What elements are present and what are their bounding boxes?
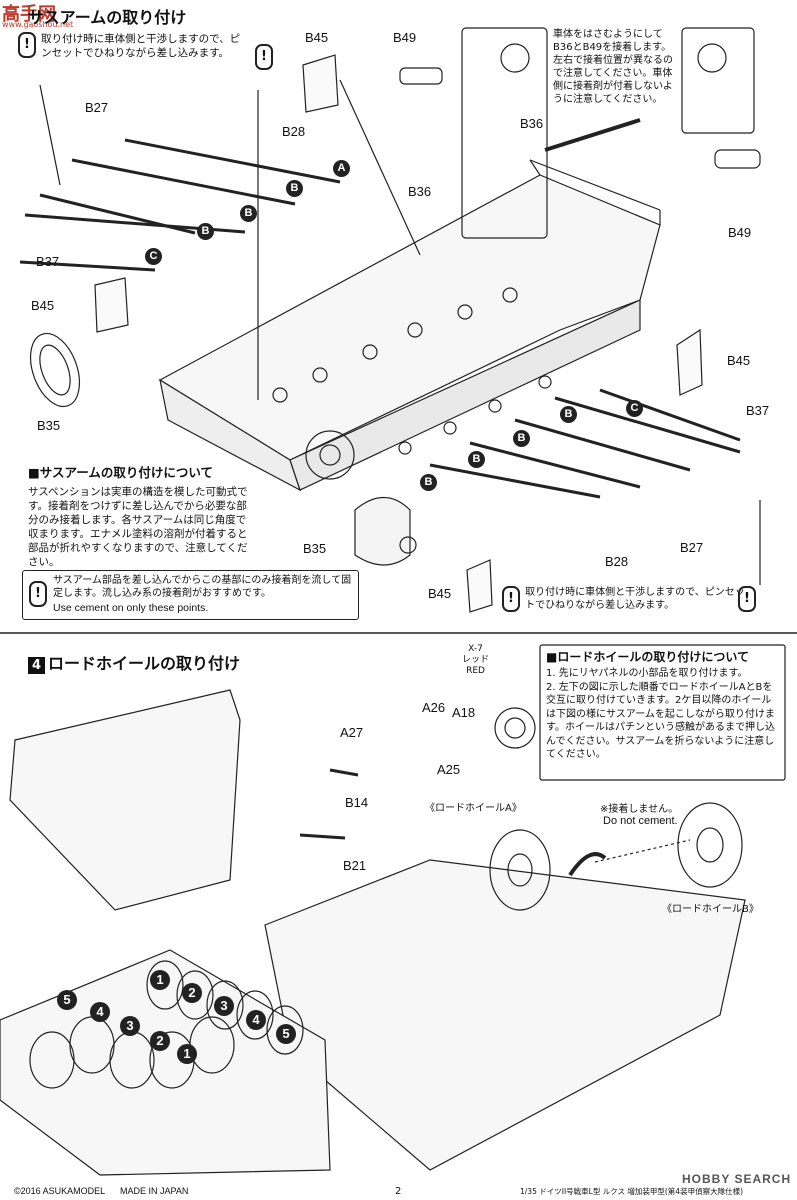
part-label: B35 [303,541,327,556]
part-label-b45-right: B45 [727,353,751,368]
cement-note-box: ! サスアーム部品を差し込んでからこの基部にのみ接着剤を流して固定します。流し込… [22,570,359,620]
part-label: B27 [680,540,704,555]
section3-title: サスアームの取り付け [28,8,187,27]
wheel-b-label: 《ロードホイールB》 [662,904,759,915]
part-label: B36 [520,116,544,131]
page-number: 2 [395,1186,402,1197]
order-number: 2 [182,983,202,1003]
part-label: B35 [37,418,61,433]
about-text: サスペンションは実車の構造を模した可動式です。接着剤をつけずに差し込んでから必要… [28,486,248,568]
part-label: B37 [746,403,770,418]
paint-callout: X-7 レッド RED [462,644,489,677]
caution-icon-2: ! [255,44,273,70]
marker-circle: B [197,223,214,240]
footer-made-in: MADE IN JAPAN [120,1186,189,1196]
note-bottom-right-text: 取り付け時に車体側と干渉しますので、ピンセットでひねりながら差し込みます。 [525,587,745,611]
order-number: 2 [150,1031,170,1051]
order-number: 1 [150,970,170,990]
part-label: B28 [605,554,629,569]
no-cement-en: Do not cement. [603,815,678,827]
marker-circle: B [420,474,437,491]
part-label: A25 [437,762,461,777]
footer-product: 1/35 ドイツII号戦車L型 ルクス 増加装甲型(第4装甲偵察大隊仕様) [520,1187,743,1196]
order-number: 5 [276,1024,296,1044]
roadwheel-step-1: 1. 先にリヤパネルの小部品を取り付けます。 [546,668,748,679]
part-label: B45 [428,586,452,601]
part-label: B28 [282,124,306,139]
marker-circle: B [468,451,485,468]
roadwheel-step-2: 2. 左下の図に示した順番でロードホイールAとBを交互に取り付けていきます。2ケ… [546,681,775,761]
order-number: 3 [214,996,234,1016]
part-label: B37 [36,254,60,269]
order-number: 4 [90,1002,110,1022]
caution-icon-3: ! [738,586,756,612]
watermark-brand: 高手网 [2,4,56,25]
part-label: B36 [408,184,432,199]
cement-note-jp: サスアーム部品を差し込んでからこの基部にのみ接着剤を流して固定します。流し込み系… [53,575,352,599]
part-label: A18 [452,705,476,720]
part-label: A26 [422,700,446,715]
part-label: B45 [305,30,329,45]
note-bottom-right: ! 取り付け時に車体側と干渉しますので、ピンセットでひねりながら差し込みます。 [502,586,757,612]
hobby-search-logo: HOBBY SEARCH [682,1172,792,1186]
section4-title-text: ロードホイールの取り付け [48,654,241,673]
footer-copyright: ©2016 ASUKAMODEL [14,1186,106,1196]
wheel-a-label: 《ロードホイールA》 [425,803,522,814]
order-number: 4 [246,1010,266,1030]
paint-jp: レッド [462,655,490,665]
roadwheel-about: ■ロードホイールの取り付けについて 1. 先にリヤパネルの小部品を取り付けます。… [546,648,781,762]
part-label: B49 [728,225,752,240]
caution-icon: ! [29,581,47,607]
section3-note-left: ! 取り付け時に車体側と干渉しますので、ピンセットでひねりながら差し込みます。 [18,32,250,60]
marker-circle: B [240,205,257,222]
about-title: ■サスアームの取り付けについて [28,465,214,480]
part-label: B49 [393,30,417,45]
cement-note-en: Use cement on only these points. [53,602,209,614]
marker-circle: C [626,400,643,417]
marker-circle: A [333,160,350,177]
order-number: 3 [120,1016,140,1036]
paint-en: RED [466,666,485,676]
marker-circle: B [286,180,303,197]
part-label: A27 [340,725,364,740]
no-cement-jp: ※接着しません。 [600,804,679,815]
order-number: 5 [57,990,77,1010]
part-label: B14 [345,795,369,810]
part-label: B27 [85,100,109,115]
caution-icon: ! [502,586,520,612]
watermark-url: www.gaoshou.net [2,20,74,29]
note-left-text: 取り付け時に車体側と干渉しますので、ピンセットでひねりながら差し込みます。 [41,33,241,59]
order-number: 1 [177,1044,197,1064]
step-number: 4 [28,657,45,674]
paint-code: X-7 [468,644,483,654]
suspension-about: ■サスアームの取り付けについて サスペンションは実車の構造を模した可動式です。接… [28,462,248,569]
caution-icon: ! [18,32,36,58]
marker-circle: B [560,406,577,423]
marker-circle: B [513,430,530,447]
marker-circle: C [145,248,162,265]
part-label: B21 [343,858,367,873]
section3-note-right: 車体をはさむようにしてB36とB49を接着します。左右で接着位置が異なるので注意… [553,29,673,105]
part-label: B45 [31,298,55,313]
roadwheel-about-title: ■ロードホイールの取り付けについて [546,650,749,664]
